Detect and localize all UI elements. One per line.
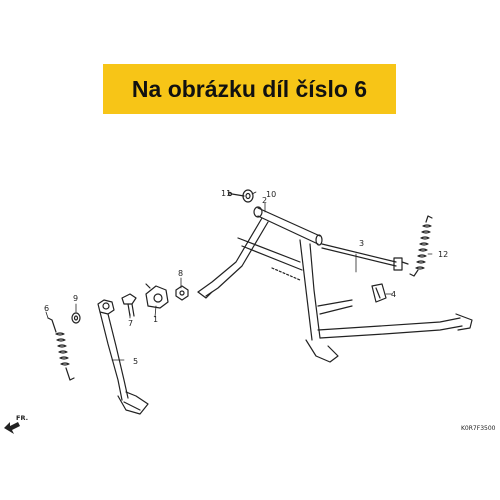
- side-stand-drawing: [97, 299, 149, 415]
- spring-12-drawing: [409, 215, 433, 277]
- nut-8-drawing: [175, 285, 189, 301]
- part-label-5: 5: [133, 357, 138, 366]
- bolt-7-drawing: [121, 293, 137, 317]
- part-label-8: 8: [178, 269, 183, 278]
- bracket-1-drawing: [145, 283, 169, 309]
- title-banner: Na obrázku díl číslo 6: [103, 64, 396, 114]
- part-label-1: 1: [153, 315, 158, 324]
- part-label-9: 9: [73, 294, 78, 303]
- part-label-10: 10: [266, 190, 276, 199]
- washer-9-drawing: [71, 312, 81, 324]
- part-label-7: 7: [128, 319, 133, 328]
- leader-lines: [45, 191, 433, 361]
- front-arrow-icon: [4, 422, 20, 434]
- part-label-6: 6: [44, 304, 49, 313]
- pivot-pin-drawing: [321, 243, 409, 271]
- diagram-code: K0R7F3500: [461, 425, 496, 432]
- part-label-2: 2: [262, 196, 267, 205]
- front-direction-label: FR.: [16, 414, 28, 422]
- spring-6-drawing: [47, 317, 75, 381]
- part-label-12: 12: [438, 250, 448, 259]
- part-label-3: 3: [359, 239, 364, 248]
- title-text: Na obrázku díl číslo 6: [131, 75, 368, 102]
- main-stand-drawing: [197, 206, 473, 363]
- collar-drawing: [371, 283, 387, 303]
- part-label-11: 11: [221, 189, 231, 198]
- part-label-4: 4: [391, 290, 396, 299]
